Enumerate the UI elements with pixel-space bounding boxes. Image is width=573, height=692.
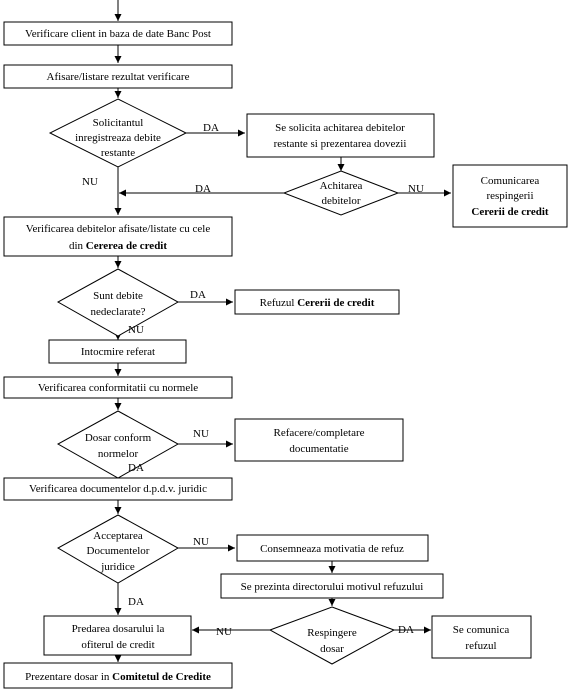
- step-communicate-refusal-line2: refuzul: [465, 640, 496, 652]
- step-record-reason-text: Consemneaza motivatia de refuz: [260, 543, 404, 555]
- decision-undeclared-line2: nedeclarate?: [91, 306, 146, 318]
- label-accept-no: NU: [193, 536, 209, 548]
- step-communicate-refusal: Se comunica refuzul: [431, 615, 532, 659]
- decision-file-line2: normelor: [98, 448, 139, 460]
- step-notify-rejection-line1: Comunicarea: [481, 175, 540, 187]
- step-verify-compliance-text: Verificarea conformitatii cu normele: [38, 382, 198, 394]
- step-redo-docs-line2: documentatie: [289, 443, 348, 455]
- label-undeclared-yes: DA: [190, 289, 206, 301]
- decision-reject-line2: dosar: [320, 643, 344, 655]
- step-verify-debts-line1: Verificarea debitelor afisate/listate cu…: [26, 223, 211, 235]
- label-file-no: NU: [193, 428, 209, 440]
- step-request-payment: Se solicita achitarea debitelor restante…: [246, 113, 435, 158]
- label-payment-yes: DA: [195, 183, 211, 195]
- step-present-director: Se prezinta directorului motivul refuzul…: [220, 573, 444, 599]
- label-overdue-yes: DA: [203, 122, 219, 134]
- decision-payment: Achitarea debitelor: [282, 170, 400, 216]
- step-verify-debts-line2: din Cererea de credit: [69, 240, 167, 252]
- step-verify-debts: Verificarea debitelor afisate/listate cu…: [3, 216, 233, 257]
- step-refusal-text: Refuzul Cererii de credit: [260, 297, 375, 309]
- decision-payment-line2: debitelor: [321, 195, 360, 207]
- step-present-director-text: Se prezinta directorului motivul refuzul…: [241, 581, 424, 593]
- step-referral: Intocmire referat: [48, 339, 187, 364]
- decision-payment-line1: Achitarea: [320, 180, 363, 192]
- label-undeclared-no: NU: [128, 324, 144, 336]
- step-committee-prefix: Prezentare dosar in: [25, 671, 112, 683]
- decision-legal-accept: Acceptarea Documentelor juridice: [56, 514, 180, 584]
- label-reject-no: NU: [216, 626, 232, 638]
- label-payment-no: NU: [408, 183, 424, 195]
- step-redo-docs: Refacere/completare documentatie: [234, 418, 404, 462]
- decision-reject-file: Respingere dosar: [268, 606, 396, 665]
- step-refusal-bold: Cererii de credit: [297, 297, 375, 309]
- step-committee-text: Prezentare dosar in Comitetul de Credite: [25, 671, 211, 683]
- step-notify-rejection-line2: respingerii: [486, 190, 533, 202]
- decision-overdue-line2: inregistreaza debite: [75, 132, 161, 144]
- decision-undeclared-line1: Sunt debite: [93, 290, 143, 302]
- step-display-result-text: Afisare/listare rezultat verificare: [47, 71, 190, 83]
- decision-file-compliant: Dosar conform normelor: [56, 410, 180, 479]
- step-notify-rejection: Comunicarea respingerii Cererii de credi…: [452, 164, 568, 228]
- decision-file-line1: Dosar conform: [85, 432, 152, 444]
- step-send-to-officer-line2: ofiterul de credit: [81, 639, 154, 651]
- step-verify-debts-prefix: din: [69, 240, 86, 252]
- step-request-payment-line2: restante si prezentarea dovezii: [274, 138, 407, 150]
- step-display-result: Afisare/listare rezultat verificare: [3, 64, 233, 89]
- step-verify-debts-bold: Cererea de credit: [86, 240, 168, 252]
- step-refusal: Refuzul Cererii de credit: [234, 289, 400, 315]
- step-verify-compliance: Verificarea conformitatii cu normele: [3, 376, 233, 399]
- decision-overdue-line1: Solicitantul: [93, 117, 144, 129]
- step-referral-text: Intocmire referat: [81, 346, 155, 358]
- step-send-to-officer: Predarea dosarului la ofiterul de credit: [43, 615, 192, 656]
- decision-undeclared-debts: Sunt debite nedeclarate?: [56, 268, 180, 337]
- step-verify-legal-text: Verificarea documentelor d.p.d.v. juridi…: [29, 483, 207, 495]
- label-reject-yes: DA: [398, 624, 414, 636]
- decision-overdue-debts: Solicitantul inregistreaza debite restan…: [48, 98, 188, 168]
- step-committee: Prezentare dosar in Comitetul de Credite: [3, 662, 233, 689]
- step-committee-bold: Comitetul de Credite: [112, 671, 211, 683]
- decision-legal-line2: Documentelor: [87, 545, 150, 557]
- decision-overdue-line3: restante: [101, 147, 135, 159]
- decision-legal-line3: juridice: [100, 561, 135, 573]
- branch-labels: DA NU DA NU DA NU NU DA NU DA NU DA: [82, 122, 424, 638]
- connectors: [114, 0, 451, 662]
- step-notify-rejection-bold: Cererii de credit: [471, 206, 549, 218]
- step-verify-client: Verificare client in baza de date Banc P…: [3, 21, 233, 46]
- step-redo-docs-line1: Refacere/completare: [274, 427, 365, 439]
- decision-legal-line1: Acceptarea: [93, 530, 143, 542]
- step-refusal-prefix: Refuzul: [260, 297, 298, 309]
- step-communicate-refusal-line1: Se comunica: [453, 624, 510, 636]
- step-request-payment-line1: Se solicita achitarea debitelor: [275, 122, 405, 134]
- step-send-to-officer-line1: Predarea dosarului la: [72, 623, 165, 635]
- label-accept-yes: DA: [128, 596, 144, 608]
- step-verify-client-text: Verificare client in baza de date Banc P…: [25, 28, 211, 40]
- decision-reject-line1: Respingere: [307, 627, 357, 639]
- step-verify-legal: Verificarea documentelor d.p.d.v. juridi…: [3, 477, 233, 501]
- label-file-yes: DA: [128, 462, 144, 474]
- step-record-reason: Consemneaza motivatia de refuz: [236, 534, 429, 562]
- label-overdue-no: NU: [82, 176, 98, 188]
